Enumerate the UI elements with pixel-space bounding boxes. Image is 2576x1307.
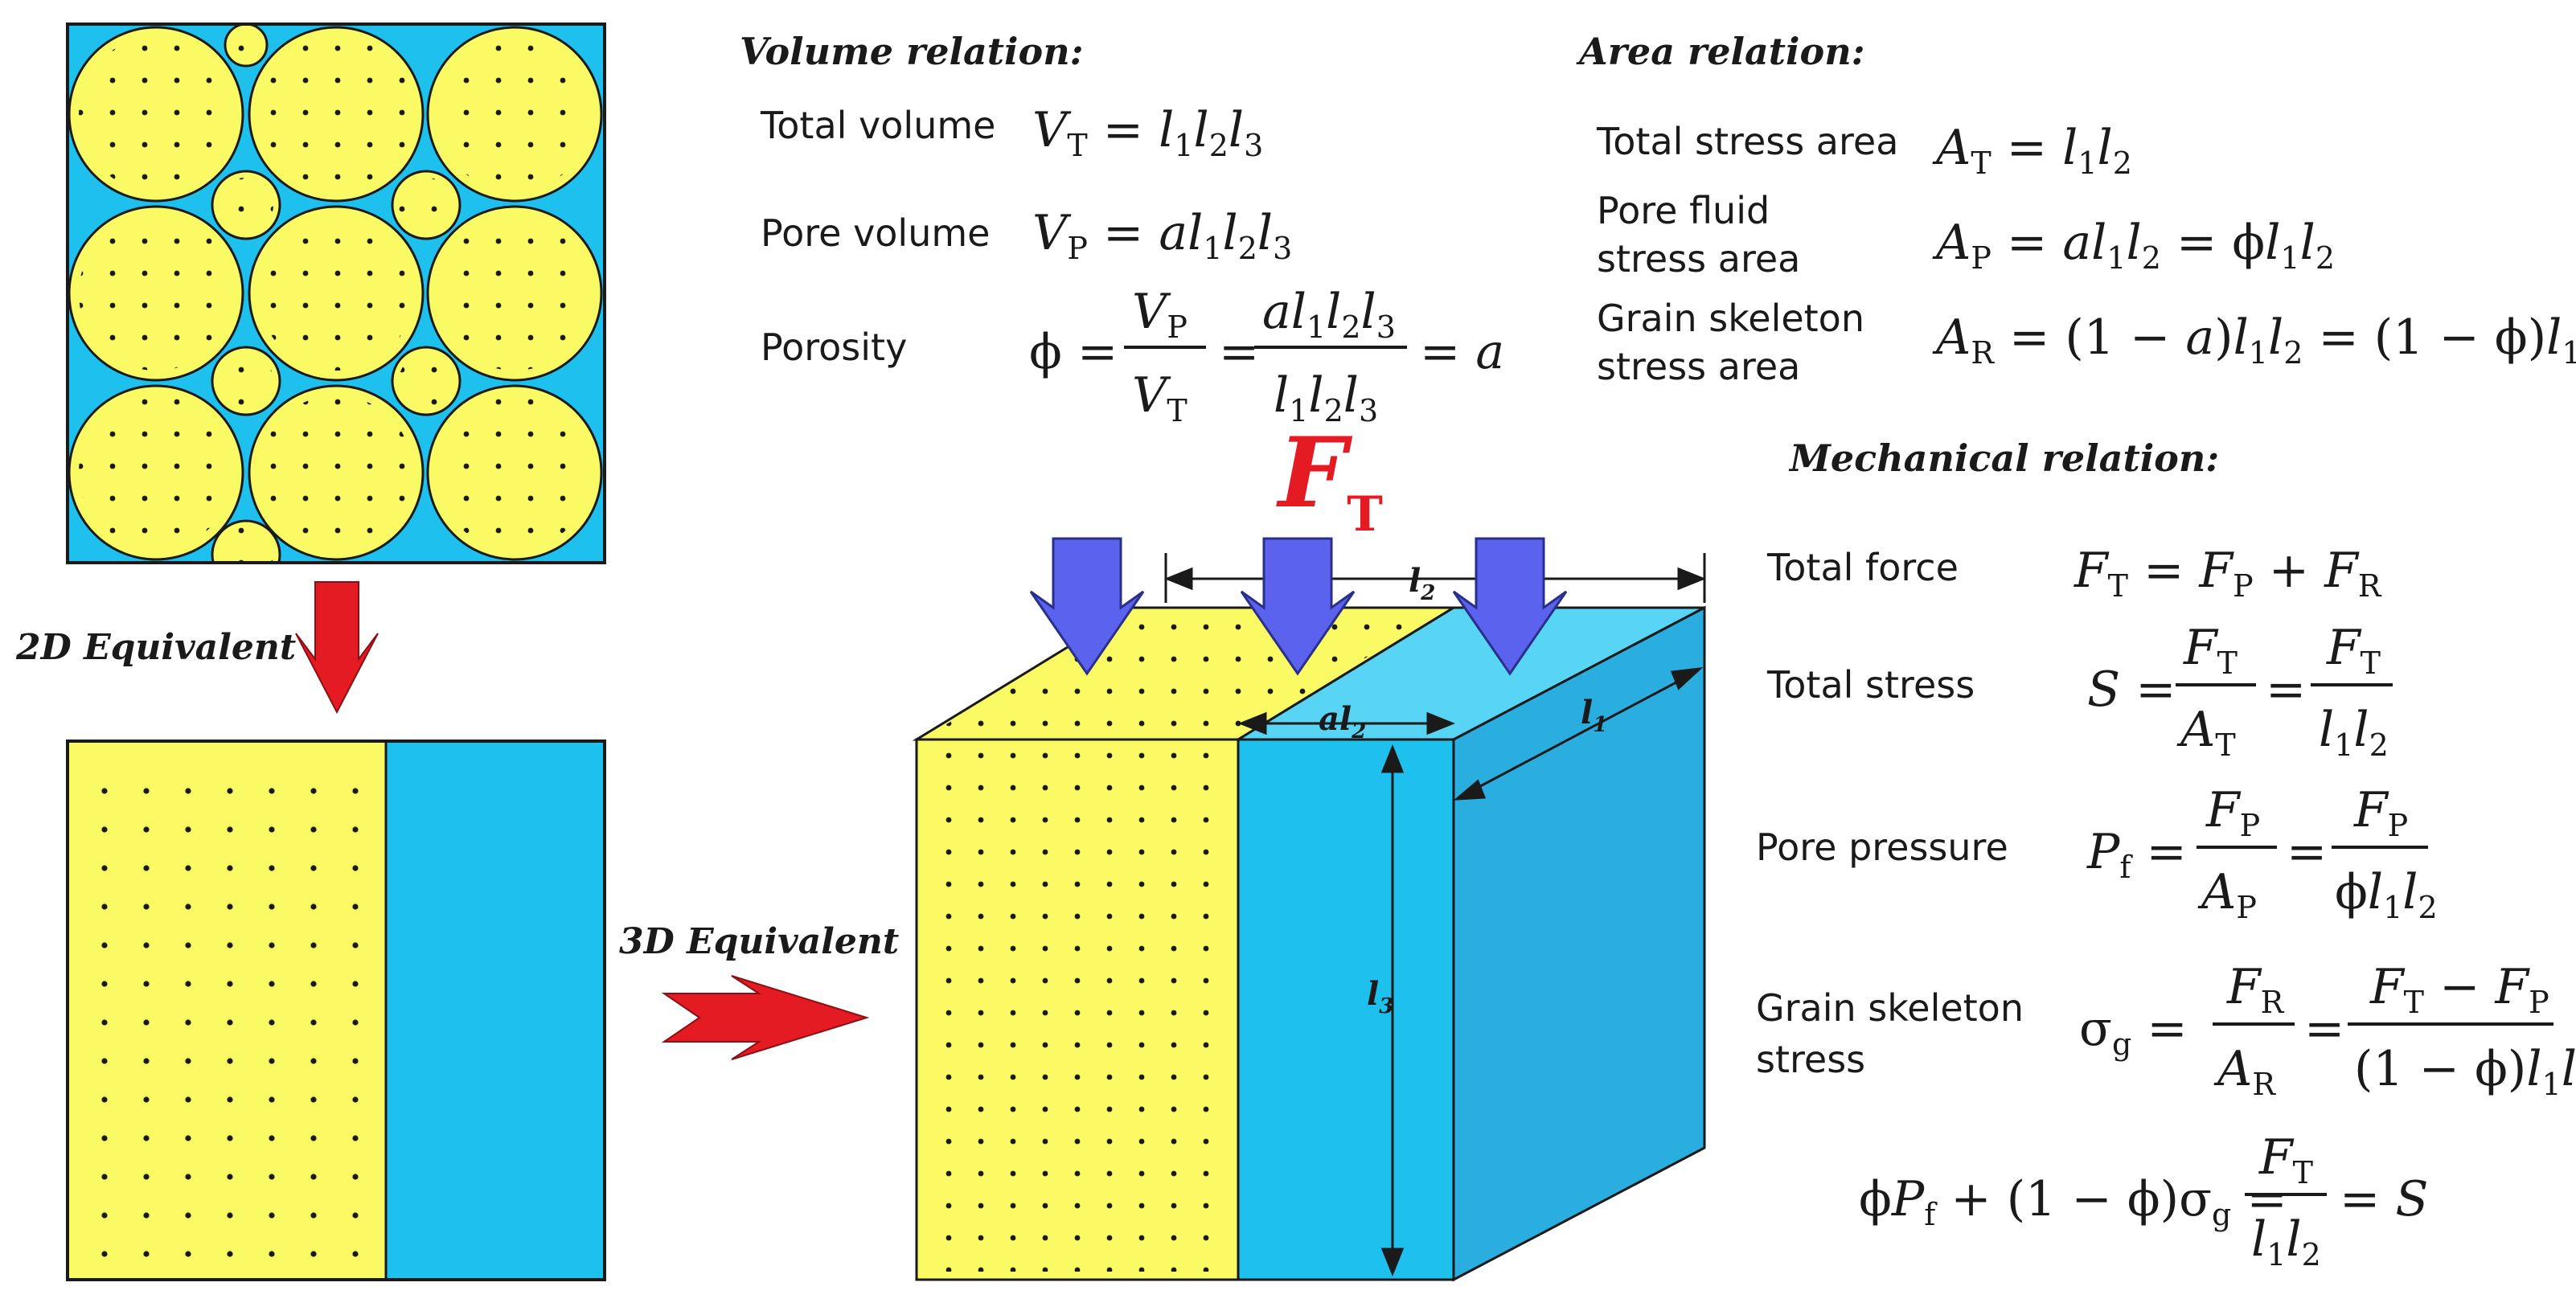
red-right-arrow-icon	[661, 975, 870, 1060]
dimension-l3-label: l3	[1367, 975, 1393, 1018]
svg-text:VT: VT	[1132, 367, 1188, 428]
volume-relation-title: Volume relation:	[740, 30, 1084, 73]
dimension-l1	[1453, 666, 1704, 801]
svg-text:FR: FR	[2226, 959, 2285, 1020]
svg-text:FP: FP	[2205, 782, 2260, 843]
block-side-fluid	[1452, 605, 1706, 1282]
svg-text:FT: FT	[2326, 620, 2381, 681]
total-stress-area-label: Total stress area	[1596, 120, 1898, 163]
svg-text:=: =	[2304, 1001, 2344, 1057]
red-down-arrow-icon	[295, 581, 379, 715]
block-front-fluid	[1237, 738, 1455, 1281]
dimension-l1-label: l1	[1581, 694, 1607, 737]
grain-skeleton-stress-area-formula: AR = (1 − a)l1l2 = (1 − ϕ)l1l2	[1932, 309, 2576, 371]
pore-pressure-formula: Pf = FP AP = FP ϕl1l2	[2086, 782, 2438, 925]
dimension-al2-label: al2	[1319, 700, 1366, 744]
equivalent-2d-label: 2D Equivalent	[15, 627, 296, 668]
total-force-formula: FT = FP + FR	[2074, 543, 2382, 604]
pore-volume-formula: VP = al1l2l3	[1032, 205, 1292, 266]
equivalent-2d-panel	[66, 740, 606, 1281]
pore-fluid-stress-area-label-2: stress area	[1597, 237, 1800, 281]
svg-text:l1l2: l1l2	[2319, 702, 2389, 763]
equivalent-3d-label: 3D Equivalent	[619, 921, 899, 962]
svg-text:=: =	[1219, 324, 1259, 380]
volume-relation: Volume relation: Total volume VT = l1l2l…	[740, 30, 1504, 428]
pore-fluid-stress-area-formula: AP = al1l2 = ϕl1l2	[1932, 215, 2335, 276]
effective-stress-formula: ϕPf + (1 − ϕ)σg = FT l1l2 = S	[1859, 1129, 2428, 1272]
down-arrow-icon	[1029, 537, 1145, 676]
svg-text:AR: AR	[2213, 1041, 2276, 1102]
svg-text:=: =	[2287, 824, 2327, 880]
dimension-al2	[1237, 711, 1456, 735]
svg-text:l1l2: l1l2	[2251, 1211, 2321, 1272]
pore-volume-label: Pore volume	[761, 211, 990, 255]
svg-text:ϕ =: ϕ =	[1029, 324, 1118, 380]
svg-text:Pf =: Pf =	[2086, 824, 2187, 885]
equivalent-3d-block: l2 al2 l1 l3 FT	[912, 416, 1707, 1282]
equivalent-2d-arrow: 2D Equivalent	[15, 581, 379, 715]
total-volume-formula: VT = l1l2l3	[1032, 102, 1263, 163]
grain-skeleton-stress-row-label-2: stress	[1756, 1038, 1865, 1081]
svg-text:FP: FP	[2353, 782, 2408, 843]
grain-packing-panel	[66, 23, 606, 564]
svg-text:S =: S =	[2087, 662, 2176, 718]
area-relation-title: Area relation:	[1576, 30, 1865, 73]
grain-skeleton-stress-formula: σg = FR AR = FT − FP (1 − ϕ)l1l2	[2079, 959, 2576, 1102]
svg-text:AP: AP	[2197, 864, 2257, 925]
pore-pressure-row-label: Pore pressure	[1756, 826, 2008, 869]
svg-text:VP: VP	[1132, 284, 1188, 345]
svg-text:σg =: σg =	[2079, 1001, 2188, 1062]
svg-text:ϕPf + (1 − ϕ)σg =: ϕPf + (1 − ϕ)σg =	[1859, 1171, 2287, 1232]
dimension-l2-label: l2	[1409, 562, 1435, 605]
svg-text:(1 − ϕ)l1l2: (1 − ϕ)l1l2	[2354, 1041, 2576, 1102]
grain-skeleton-stress-area-label-2: stress area	[1597, 345, 1800, 388]
equivalent-3d-arrow: 3D Equivalent	[619, 921, 899, 1060]
porosity-label: Porosity	[761, 326, 907, 369]
total-stress-row-label: Total stress	[1766, 663, 1975, 707]
svg-text:AT: AT	[2176, 702, 2236, 763]
total-force-label: FT	[1276, 416, 1383, 543]
mechanical-relation: Mechanical relation: Total force FT = FP…	[1756, 436, 2576, 1272]
dimension-l3	[1380, 744, 1405, 1277]
porosity-formula: ϕ = VP VT = al1l2l3 l1l2l3 = a	[1029, 284, 1504, 428]
svg-text:al1l2l3: al1l2l3	[1262, 284, 1396, 345]
grain-skeleton-stress-area-label: Grain skeleton	[1597, 297, 1864, 340]
svg-text:ϕl1l2: ϕl1l2	[2335, 864, 2438, 925]
svg-text:= S: = S	[2340, 1171, 2428, 1227]
svg-text:= a: = a	[1420, 324, 1504, 380]
down-arrow-icon	[1452, 537, 1568, 676]
svg-text:FT: FT	[2258, 1129, 2313, 1190]
down-arrow-icon	[1240, 537, 1356, 676]
svg-text:=: =	[2266, 662, 2306, 718]
total-volume-label: Total volume	[760, 104, 995, 147]
pore-fluid-stress-area-label: Pore fluid	[1597, 189, 1770, 232]
mechanical-relation-title: Mechanical relation:	[1788, 436, 2219, 480]
grain-skeleton-stress-row-label: Grain skeleton	[1756, 986, 2024, 1030]
total-stress-area-formula: AT = l1l2	[1932, 120, 2132, 181]
total-stress-formula: S = FT AT = FT l1l2	[2087, 620, 2393, 763]
area-relation: Area relation: Total stress area AT = l1…	[1576, 30, 2576, 388]
svg-text:FT: FT	[2183, 620, 2238, 681]
total-force-row-label: Total force	[1766, 546, 1959, 589]
svg-text:FT − FP: FT − FP	[2369, 959, 2549, 1020]
svg-text:l1l2l3: l1l2l3	[1274, 367, 1378, 428]
